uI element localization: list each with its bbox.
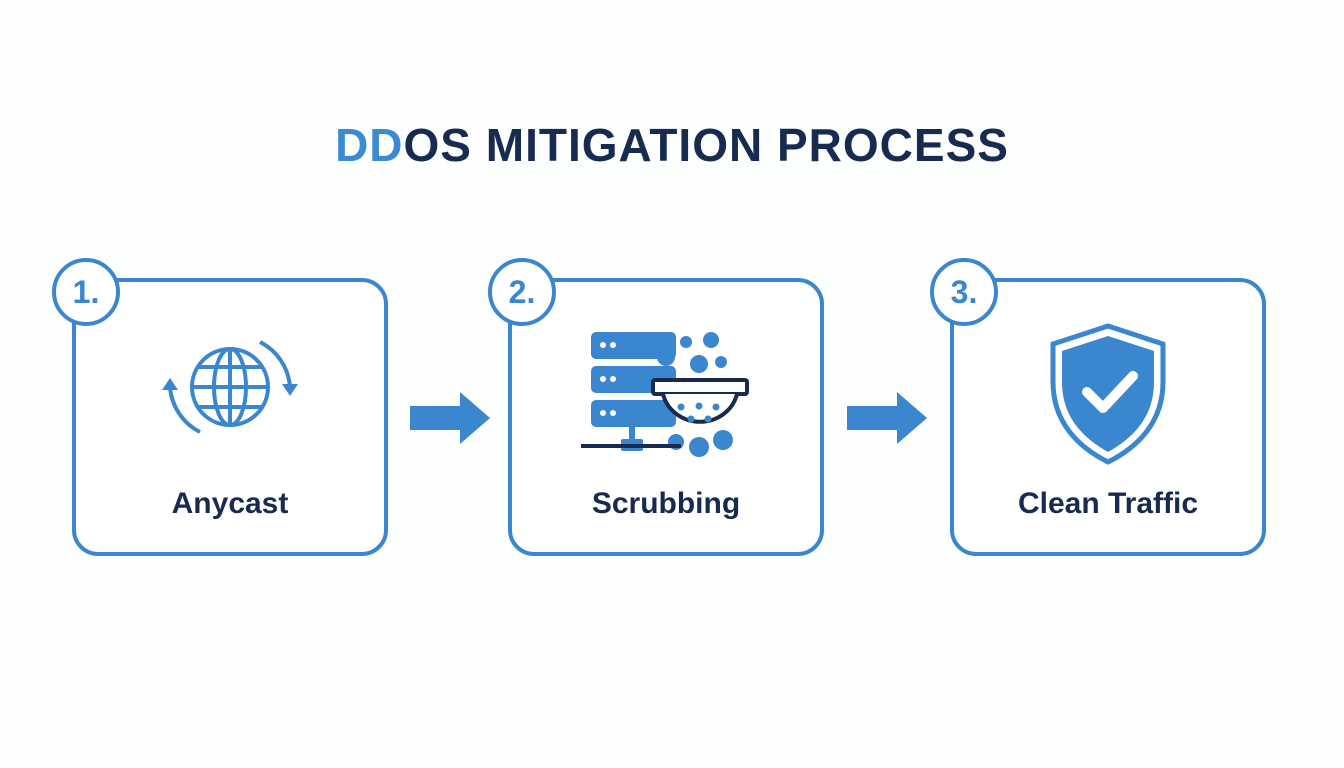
title-accent: DD [335,119,404,171]
shield-check-icon [1050,323,1166,465]
step-anycast: 1. Anycast [52,258,388,556]
arrow-right-icon [847,392,927,444]
step-scrubbing: 2. Scrubbing [488,258,824,556]
server-strainer-icon [581,332,749,457]
step-label: Scrubbing [591,487,741,520]
step-number: 1. [52,258,120,326]
page-title: DDOS MITIGATION PROCESS [0,118,1344,172]
step-number: 3. [930,258,998,326]
step-number: 2. [488,258,556,326]
step-label: Anycast [171,487,289,520]
arrow-right-icon [410,392,490,444]
globe-rotate-icon [162,340,298,434]
step-label: Clean Traffic [1017,487,1199,520]
title-rest: OS MITIGATION PROCESS [403,119,1009,171]
step-clean-traffic: 3. Clean Traffic [930,258,1266,556]
